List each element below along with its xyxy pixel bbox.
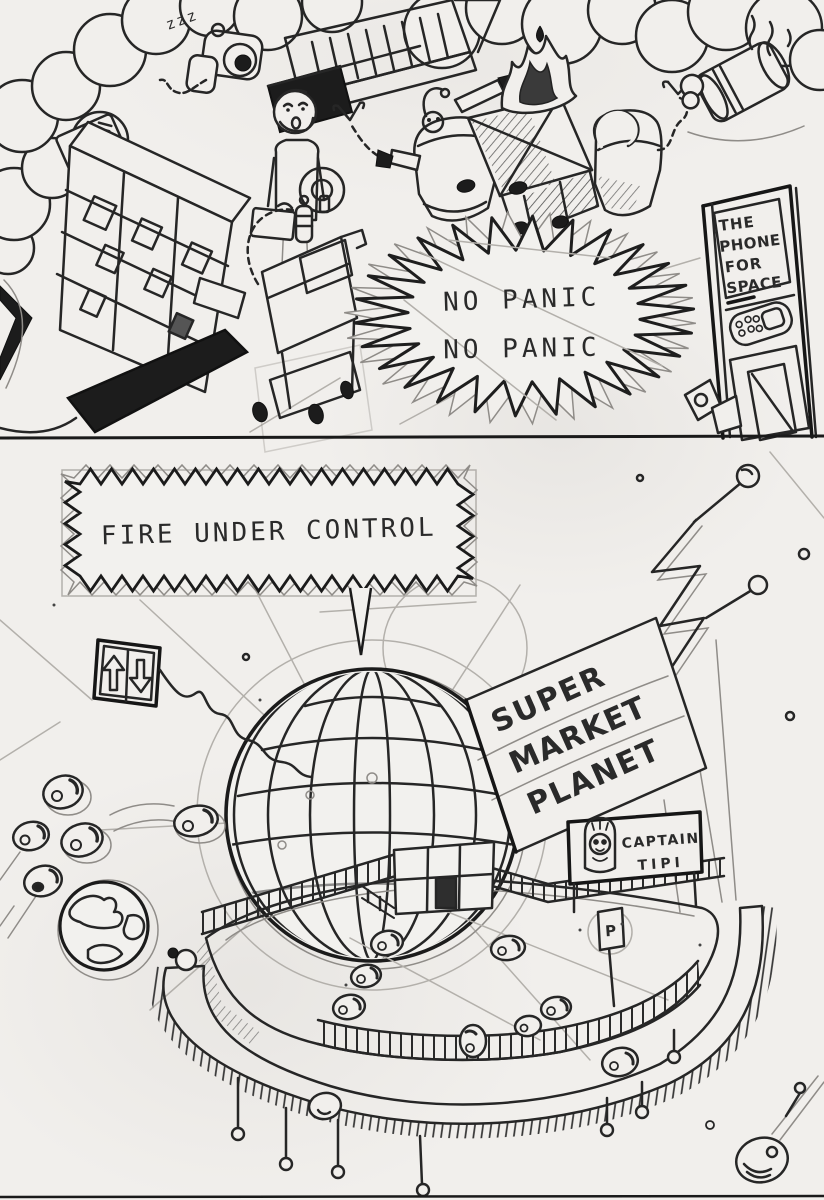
no-panic-line2: NO PANIC [443,333,601,366]
bubble-tail [348,587,373,656]
antenna-ball-icon [735,463,761,489]
speckles [52,603,702,987]
shopping-cart [246,194,373,453]
motion-arc [687,125,805,142]
antenna-tower [241,463,811,782]
smiley-asteroid [735,1075,824,1184]
briefcase [249,202,297,242]
parked-asteroids [307,929,640,1121]
parking-sign: P [587,906,633,1008]
heat-squiggles [748,14,792,57]
phone-booth-sign [712,197,792,300]
super-market-planet-sign: SUPER MARKET PLANET [464,616,737,913]
billboard-face [583,816,617,874]
fire-flames-icon [500,25,578,115]
debris [683,378,743,435]
panel-2: FIRE UNDER CONTROL [0,451,824,1199]
asteroid-parking-platform: CAPTAIN TIPI P [149,810,777,1198]
panel-divider [0,434,824,440]
down-arrow-icon [128,658,153,694]
phone-booth: THE PHONE FOR SPACE [701,184,818,442]
parking-sign-letter: P [605,922,617,941]
no-panic-line1: NO PANIC [443,282,601,317]
ramp-road [149,904,777,1139]
asteroid-field [0,774,226,939]
up-arrow-icon [101,654,126,692]
antenna-ball-icon [747,574,769,596]
captain-tipi-billboard: CAPTAIN TIPI [566,810,704,914]
burning-crate [456,94,600,235]
no-panic-speech-bubble: NO PANIC NO PANIC [344,210,696,426]
hanging-antennas [230,1028,715,1198]
robot-right [592,80,696,217]
left-edge-chevron [0,279,78,434]
elevator-sign [92,638,314,779]
panel-bottom-border [0,1194,824,1199]
cable-wave [158,668,314,779]
phone-sign-line3: FOR [724,254,763,276]
phone-sign-line1: THE [718,213,756,235]
billboard-line2: TIPI [637,855,684,874]
flying-canister-robot [679,41,791,123]
smoke-cloud-left [0,0,364,276]
billboard-line1: CAPTAIN [621,831,700,852]
phone-handset-icon [728,301,793,347]
shelf-unit [55,120,252,434]
earth-globe [57,879,159,981]
fire-under-control-bubble: FIRE UNDER CONTROL [59,463,479,656]
panel-1: zzz [0,0,824,453]
hose-canister [294,194,314,244]
dome-entrance [361,840,496,919]
